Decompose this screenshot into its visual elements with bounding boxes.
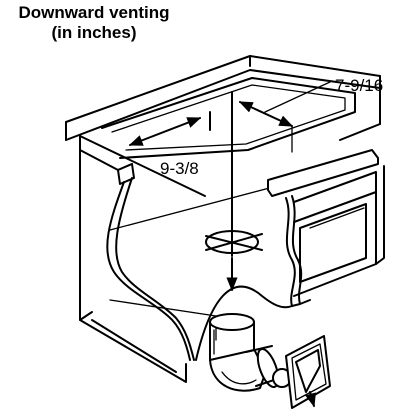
depth-dimension-label: 7-9/16 xyxy=(335,76,383,95)
cabinet-interior xyxy=(109,179,301,341)
depth-dimension-arrow xyxy=(238,101,294,127)
title-line-1: Downward venting xyxy=(18,3,170,22)
vent-opening-icon xyxy=(205,227,263,257)
width-dimension-label: 9-3/8 xyxy=(160,159,199,178)
left-cabinet-end xyxy=(79,135,195,383)
wall-cap xyxy=(285,335,331,409)
width-dimension-arrow xyxy=(128,117,202,146)
countertop xyxy=(65,55,381,197)
right-cabinet xyxy=(267,149,385,307)
title-line-2: (in inches) xyxy=(51,23,137,42)
diagram-title: Downward venting (in inches) xyxy=(0,3,188,43)
depth-leader-line xyxy=(264,81,331,113)
downward-vent-duct xyxy=(195,257,293,392)
